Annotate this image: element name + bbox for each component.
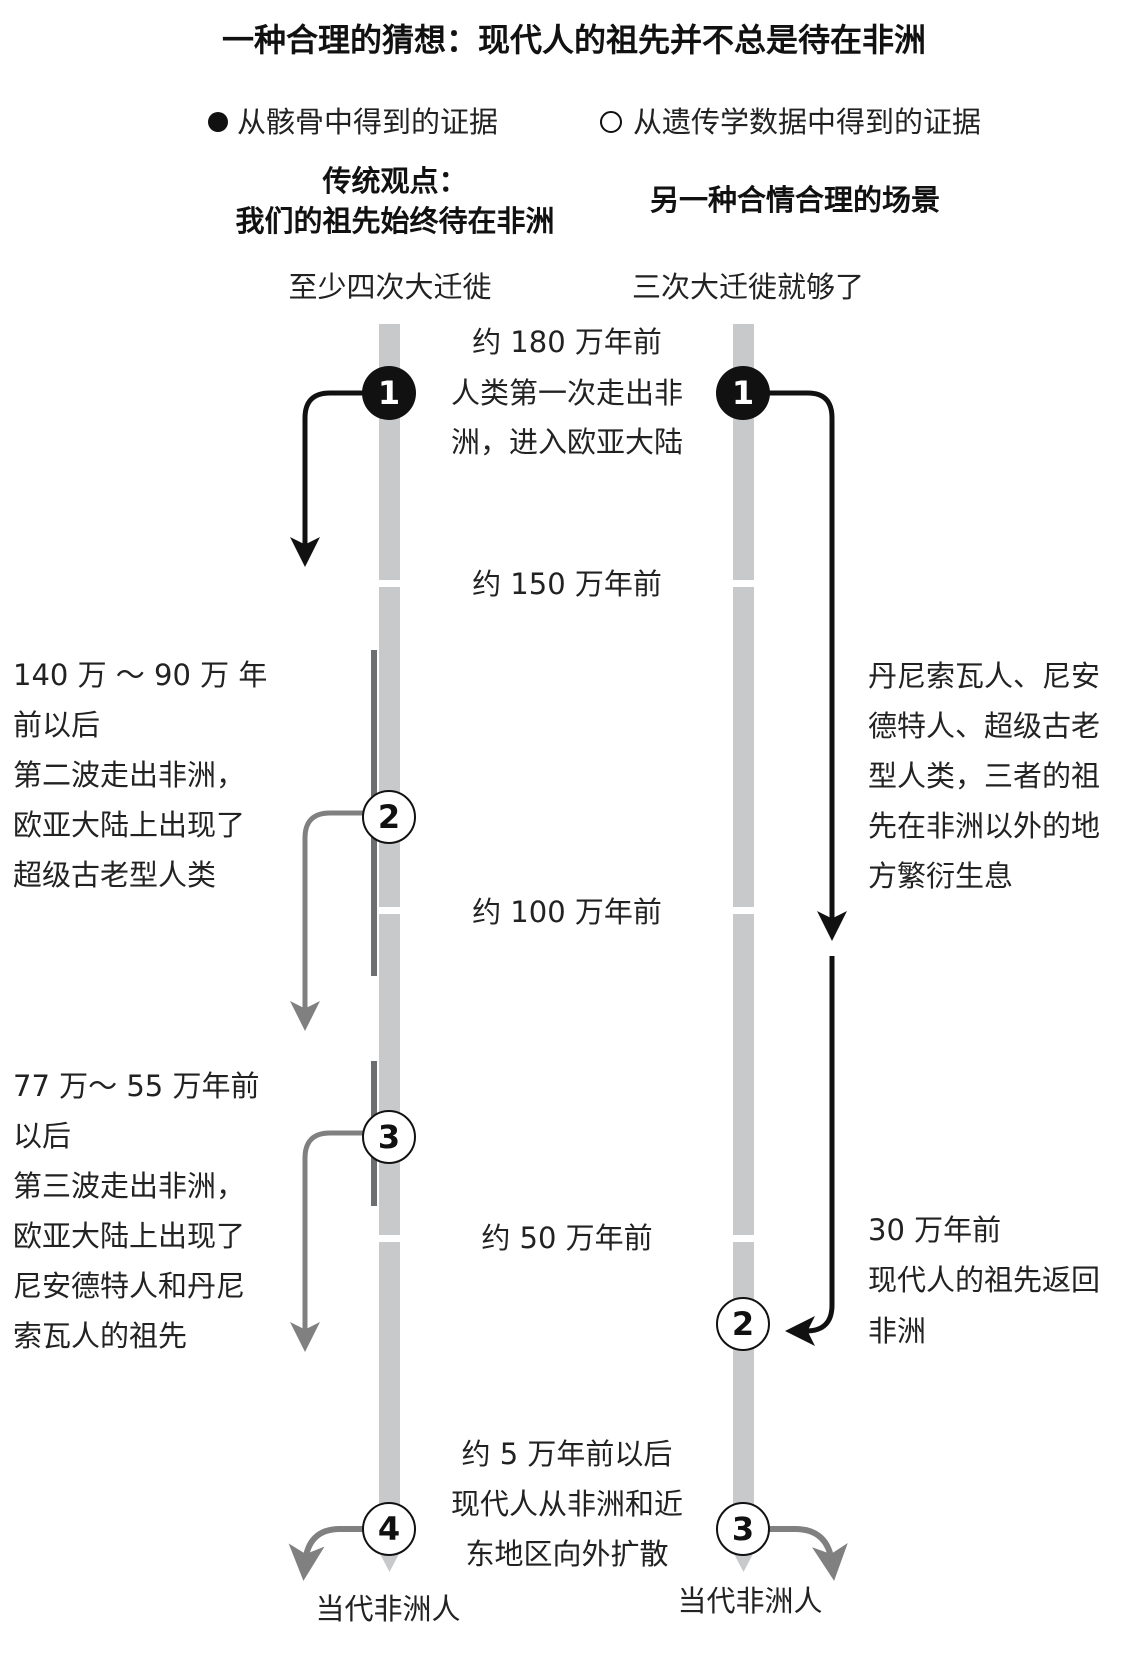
svg-text:型人类，三者的祖: 型人类，三者的祖 bbox=[868, 759, 1100, 793]
filled-dot-icon bbox=[208, 112, 228, 132]
left-arrow-3 bbox=[290, 1130, 389, 1352]
right-node-3: 3 bbox=[716, 1502, 770, 1556]
svg-text:欧亚大陆上出现了: 欧亚大陆上出现了 bbox=[13, 1219, 245, 1253]
right-subheading: 三次大迁徙就够了 bbox=[632, 270, 864, 304]
svg-text:欧亚大陆上出现了: 欧亚大陆上出现了 bbox=[13, 808, 245, 842]
right-middle-text: 丹尼索瓦人、尼安 德特人、超级古老 型人类，三者的祖 先在非洲以外的地 方繁衍生… bbox=[868, 659, 1100, 893]
right-node-1: 1 bbox=[716, 366, 770, 420]
svg-text:超级古老型人类: 超级古老型人类 bbox=[13, 858, 216, 892]
svg-text:以后: 以后 bbox=[13, 1119, 71, 1153]
left-heading-1: 传统观点： bbox=[321, 164, 467, 198]
left-arrow-1 bbox=[290, 390, 389, 567]
left-node-1: 1 bbox=[362, 366, 416, 420]
legend-filled: 从骸骨中得到的证据 bbox=[237, 105, 498, 139]
left-timeline bbox=[379, 324, 400, 1572]
first-exodus-1: 人类第一次走出非 bbox=[451, 376, 683, 410]
svg-text:4: 4 bbox=[378, 1510, 400, 1548]
svg-text:第三波走出非洲，: 第三波走出非洲， bbox=[13, 1169, 245, 1203]
right-arrow-3 bbox=[743, 1526, 848, 1581]
svg-text:3: 3 bbox=[732, 1510, 754, 1548]
right-heading: 另一种合情合理的场景 bbox=[650, 183, 940, 217]
time-5-3: 东地区向外扩散 bbox=[465, 1537, 668, 1571]
legend-hollow: 从遗传学数据中得到的证据 bbox=[633, 105, 981, 139]
time-100: 约 100 万年前 bbox=[472, 895, 662, 929]
time-50: 约 50 万年前 bbox=[481, 1221, 652, 1255]
hollow-dot-icon bbox=[600, 111, 622, 133]
svg-text:140 万 ～ 90 万 年: 140 万 ～ 90 万 年 bbox=[13, 658, 267, 692]
time-150: 约 150 万年前 bbox=[472, 567, 662, 601]
left-subheading: 至少四次大迁徙 bbox=[288, 270, 491, 304]
right-arrow-1 bbox=[743, 390, 847, 941]
wave3-text: 77 万～ 55 万年前 以后 第三波走出非洲， 欧亚大陆上出现了 尼安德特人和… bbox=[13, 1069, 259, 1353]
left-node-2: 2 bbox=[362, 790, 416, 844]
svg-text:第二波走出非洲，: 第二波走出非洲， bbox=[13, 758, 245, 792]
title: 一种合理的猜想：现代人的祖先并不总是待在非洲 bbox=[222, 21, 926, 59]
right-node-2: 2 bbox=[716, 1297, 770, 1351]
time-180: 约 180 万年前 bbox=[472, 325, 662, 359]
time-5-2: 现代人从非洲和近 bbox=[451, 1487, 683, 1521]
svg-text:2: 2 bbox=[732, 1305, 754, 1343]
right-bottom-label: 当代非洲人 bbox=[677, 1584, 822, 1618]
first-exodus-2: 洲，进入欧亚大陆 bbox=[451, 425, 683, 459]
svg-text:前以后: 前以后 bbox=[13, 708, 100, 742]
right-timeline bbox=[733, 324, 754, 1572]
svg-text:方繁衍生息: 方繁衍生息 bbox=[868, 859, 1013, 893]
svg-text:3: 3 bbox=[378, 1118, 400, 1156]
svg-text:2: 2 bbox=[378, 798, 400, 836]
right-return-text: 30 万年前 现代人的祖先返回 非洲 bbox=[868, 1213, 1100, 1348]
left-arrow-2 bbox=[290, 810, 389, 1031]
wave2-text: 140 万 ～ 90 万 年 前以后 第二波走出非洲， 欧亚大陆上出现了 超级古… bbox=[13, 658, 267, 892]
left-arrow-4 bbox=[288, 1526, 389, 1581]
svg-text:先在非洲以外的地: 先在非洲以外的地 bbox=[868, 809, 1100, 843]
svg-text:30 万年前: 30 万年前 bbox=[868, 1213, 1001, 1247]
time-5-1: 约 5 万年前以后 bbox=[462, 1437, 673, 1471]
svg-text:非洲: 非洲 bbox=[868, 1314, 926, 1348]
svg-text:尼安德特人和丹尼: 尼安德特人和丹尼 bbox=[13, 1269, 245, 1303]
svg-text:1: 1 bbox=[732, 374, 754, 412]
left-bottom-label: 当代非洲人 bbox=[315, 1592, 460, 1626]
left-node-3: 3 bbox=[362, 1110, 416, 1164]
svg-text:索瓦人的祖先: 索瓦人的祖先 bbox=[13, 1319, 187, 1353]
svg-text:77 万～ 55 万年前: 77 万～ 55 万年前 bbox=[13, 1069, 259, 1103]
svg-text:德特人、超级古老: 德特人、超级古老 bbox=[868, 709, 1100, 743]
left-node-4: 4 bbox=[362, 1502, 416, 1556]
svg-text:现代人的祖先返回: 现代人的祖先返回 bbox=[868, 1263, 1100, 1297]
left-heading-2: 我们的祖先始终待在非洲 bbox=[235, 204, 554, 238]
svg-text:1: 1 bbox=[378, 374, 400, 412]
right-arrow-return bbox=[785, 956, 835, 1346]
svg-text:丹尼索瓦人、尼安: 丹尼索瓦人、尼安 bbox=[868, 659, 1100, 693]
